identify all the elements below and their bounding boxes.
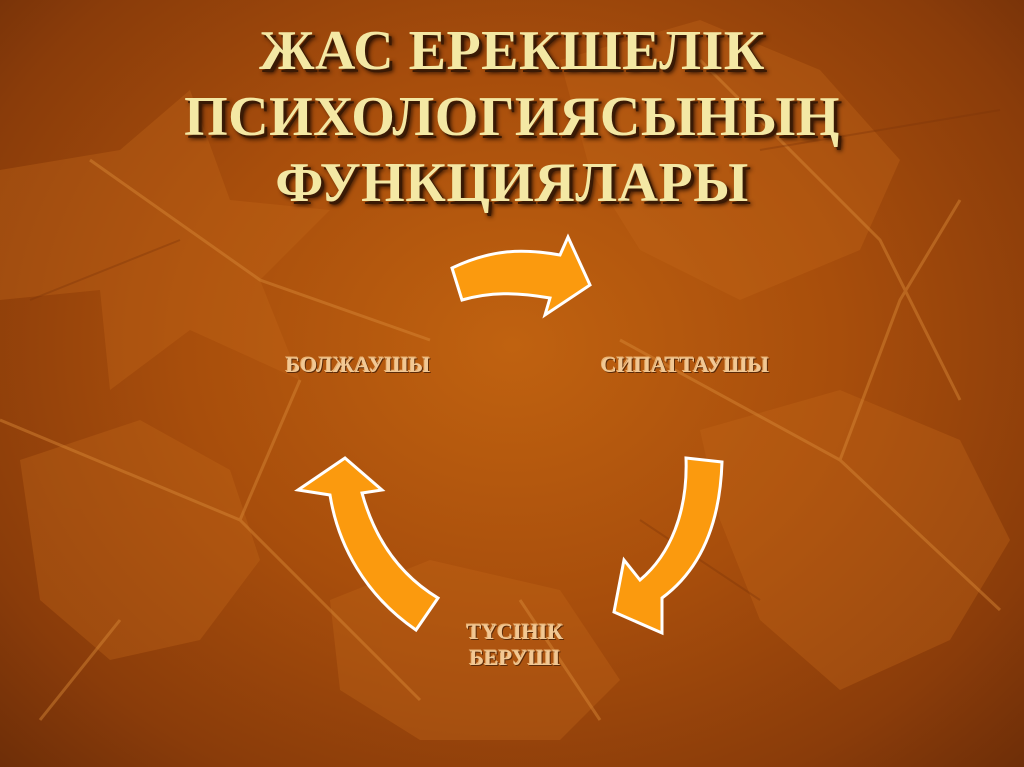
node-explanatory: ТҮСІНІК БЕРУШІ <box>430 619 600 671</box>
slide-title: ЖАС ЕРЕКШЕЛІК ПСИХОЛОГИЯСЫНЫҢ ФУНКЦИЯЛАР… <box>0 18 1024 216</box>
arrow-right <box>612 456 724 636</box>
node-explanatory-line-1: ТҮСІНІК <box>466 619 564 644</box>
title-line-3: ФУНКЦИЯЛАРЫ <box>275 152 749 214</box>
node-explanatory-line-2: БЕРУШІ <box>469 645 561 670</box>
node-forecasting-label: БОЛЖАУШЫ <box>285 352 431 377</box>
node-descriptive: СИПАТТАУШЫ <box>575 352 795 378</box>
node-forecasting: БОЛЖАУШЫ <box>258 352 458 378</box>
title-line-1: ЖАС ЕРЕКШЕЛІК <box>259 20 765 82</box>
node-descriptive-label: СИПАТТАУШЫ <box>600 352 770 377</box>
title-line-2: ПСИХОЛОГИЯСЫНЫҢ <box>184 86 840 148</box>
arrow-top <box>450 233 592 319</box>
arrow-left <box>294 456 441 633</box>
